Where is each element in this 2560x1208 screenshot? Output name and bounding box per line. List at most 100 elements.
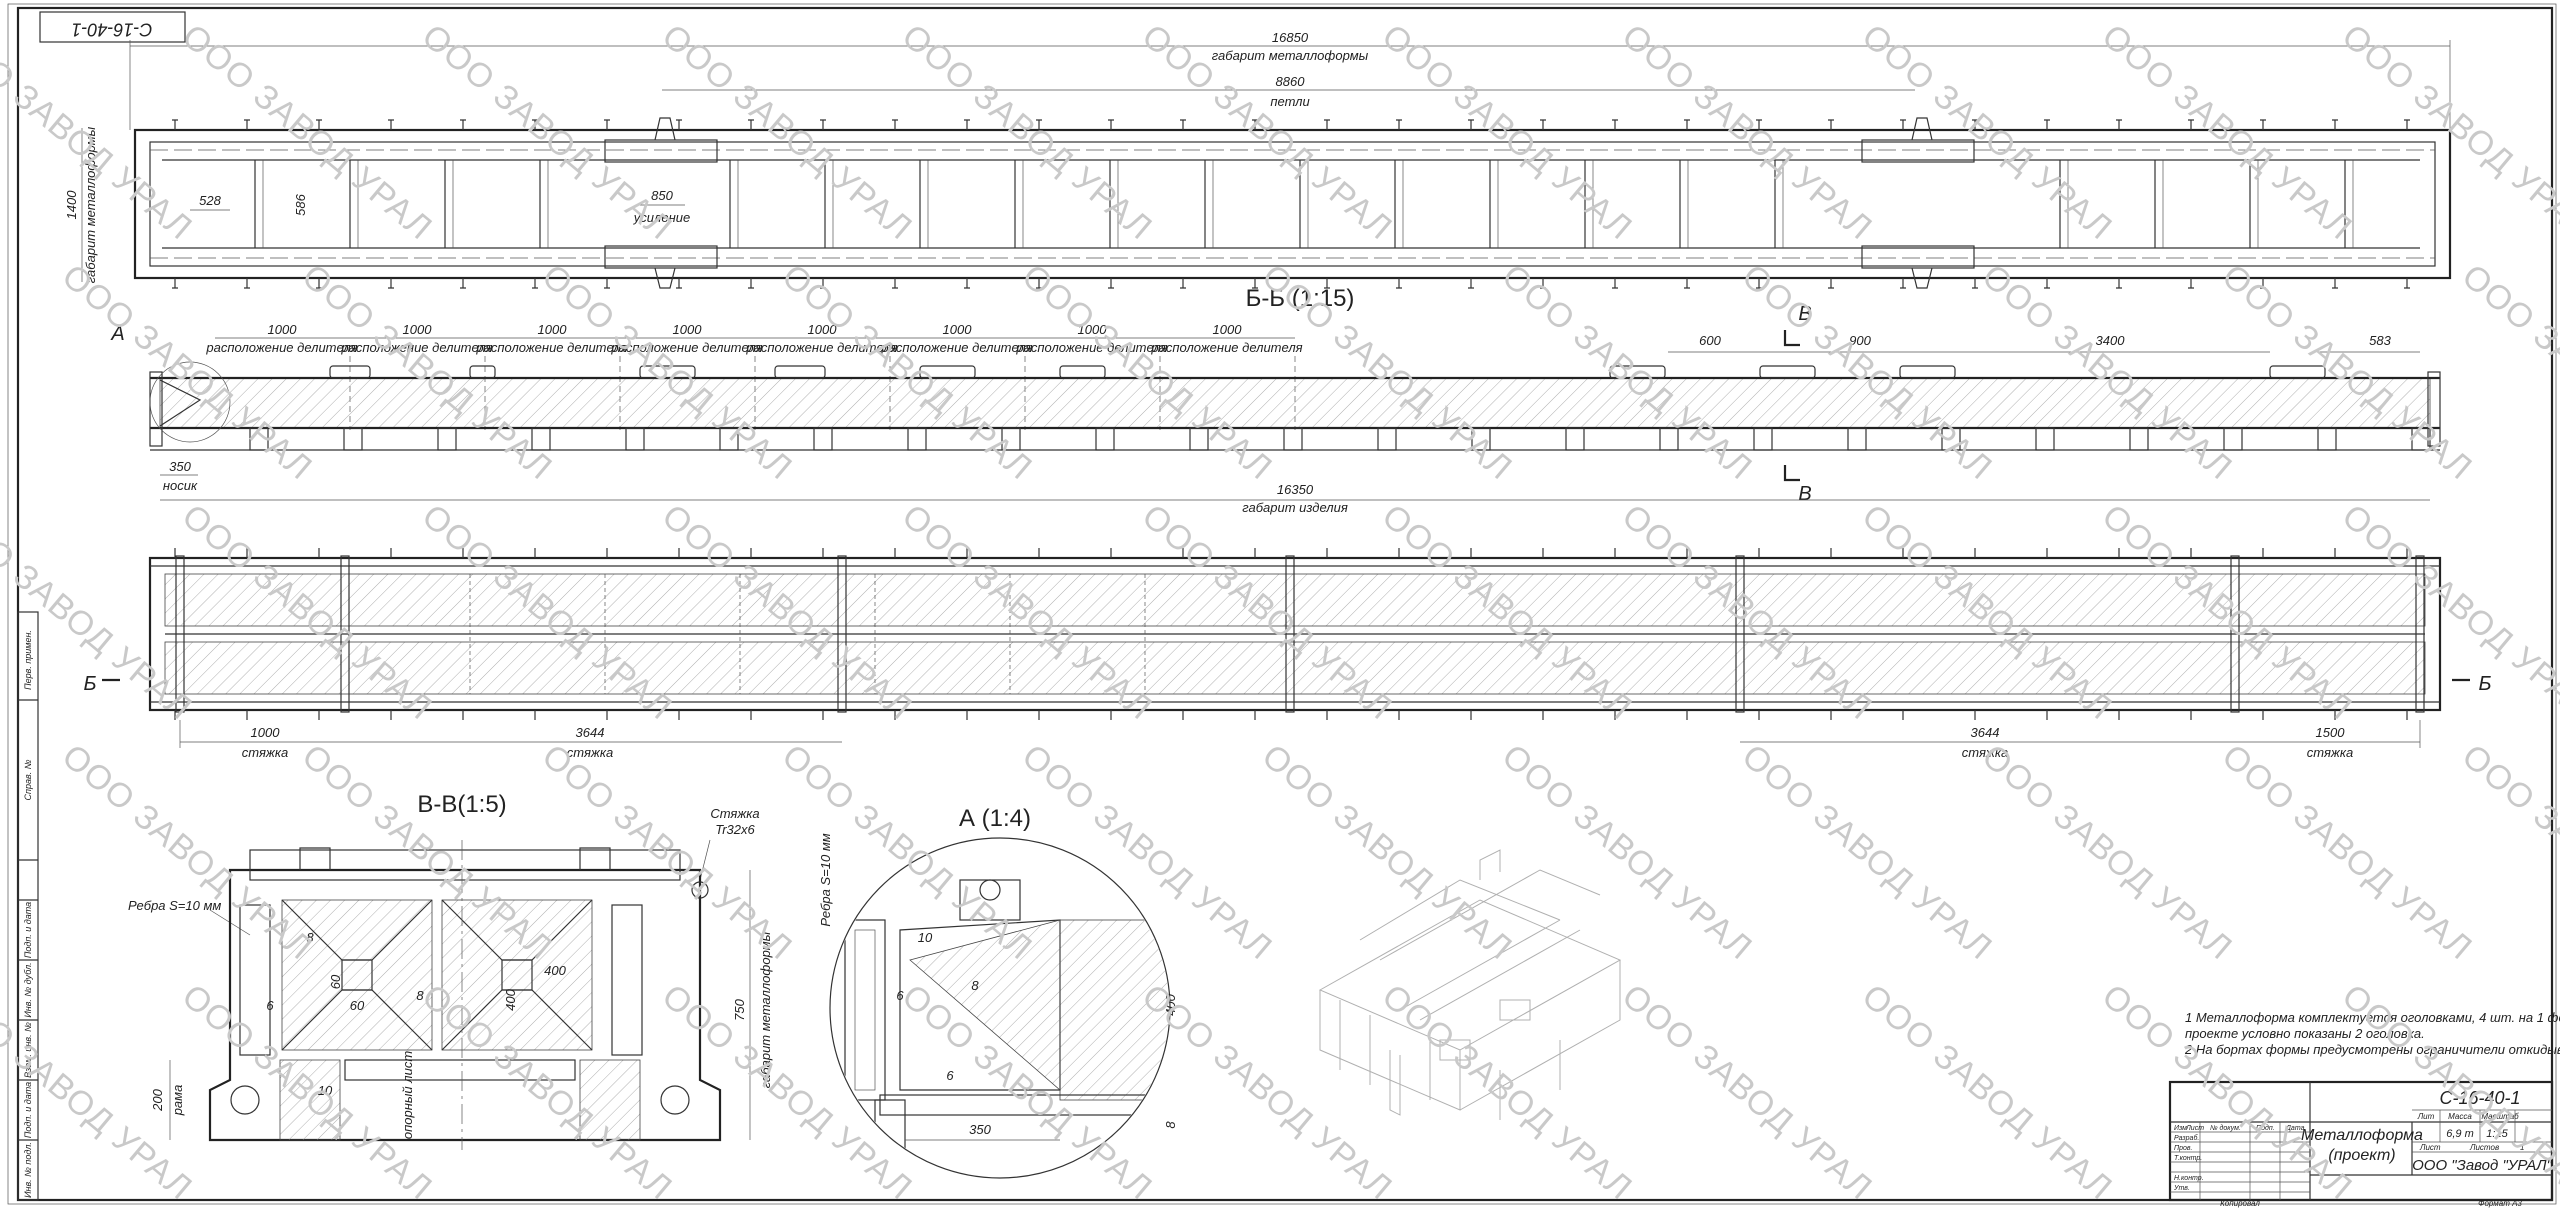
knob [2116, 278, 2122, 289]
foot [1471, 427, 1491, 451]
foot [1565, 427, 1585, 451]
knob [172, 278, 178, 289]
knob [1180, 278, 1186, 289]
watermark-text: ООО ЗАВОД УРАЛ [1615, 17, 1880, 248]
foot [907, 427, 927, 451]
foot [2317, 427, 2337, 451]
knob [2260, 119, 2266, 130]
title-org: ООО "Завод "УРАЛ" [2412, 1157, 2552, 1174]
knob [892, 119, 898, 130]
knob [388, 119, 394, 130]
knob [2044, 119, 2050, 130]
divider-label: расположение делителя [880, 340, 1032, 355]
watermark-text: ООО ЗАВОД УРАЛ [1735, 257, 2000, 488]
svg-text:С-16-40-1: С-16-40-1 [71, 19, 152, 39]
watermark-text: ООО ЗАВОД УРАЛ [775, 257, 1040, 488]
marker-v-bottom: В [1798, 483, 1811, 505]
watermark-text: ООО ЗАВОД УРАЛ [1855, 17, 2120, 248]
side-stamp: Перв. примен. Справ. № Подп. и дата Инв.… [17, 611, 39, 1201]
knob [676, 278, 682, 289]
watermark-text: ООО ЗАВОД УРАЛ [1975, 257, 2240, 488]
svg-text:стяжка: стяжка [1962, 745, 2008, 760]
knob [1468, 119, 1474, 130]
lid [919, 365, 976, 379]
knob [820, 119, 826, 130]
watermark-text: ООО ЗАВОД УРАЛ [655, 977, 920, 1208]
watermark-text: ООО ЗАВОД УРАЛ [1015, 257, 1280, 488]
marker-b-right: Б [2478, 673, 2491, 695]
svg-text:Ребра S=10 мм: Ребра S=10 мм [818, 833, 833, 926]
watermark-text: ООО ЗАВОД УРАЛ [0, 17, 199, 248]
svg-text:3644: 3644 [1971, 725, 2000, 740]
detail-a: А (1:4) Ребра S=10 мм 10 6 6 8 400 350 8 [818, 805, 1178, 1179]
svg-text:Н.контр.: Н.контр. [2174, 1175, 2204, 1182]
svg-text:6: 6 [896, 988, 904, 1003]
svg-text:2 На бортах формы предусмотрен: 2 На бортах формы предусмотрены ограничи… [2184, 1042, 2560, 1057]
lid [774, 365, 826, 379]
divider-dim: 1000 [943, 322, 973, 337]
watermark-text: ООО ЗАВОД УРАЛ [2215, 737, 2480, 968]
foot [2223, 427, 2243, 451]
isometric-view [1318, 849, 1622, 1120]
svg-text:3400: 3400 [2096, 333, 2126, 348]
divider-label: расположение делителя [1015, 340, 1167, 355]
knob [1540, 119, 1546, 130]
watermark-text: ООО ЗАВОД УРАЛ [55, 737, 320, 968]
knob [2188, 278, 2194, 289]
detail-a-title: А (1:4) [959, 805, 1031, 832]
divider-label: расположение делителя [610, 340, 762, 355]
side-cell-3: Инв. № дубл. [23, 962, 33, 1017]
vv-top-loops [299, 847, 709, 899]
divider-dim: 1000 [1078, 322, 1108, 337]
lid [1609, 365, 1666, 379]
knob [1468, 278, 1474, 289]
knob [1900, 278, 1906, 289]
svg-text:Изм: Изм [2174, 1125, 2187, 1132]
svg-text:1:15: 1:15 [2486, 1128, 2508, 1140]
watermark-text: ООО ЗАВОД УРАЛ [535, 257, 800, 488]
watermark-text: ООО ЗАВОД УРАЛ [55, 257, 320, 488]
knob [892, 278, 898, 289]
knob [748, 119, 754, 130]
side-cell-5: Подп. и дата [23, 1082, 33, 1138]
svg-text:350: 350 [969, 1122, 991, 1137]
svg-text:габарит металлоформы: габарит металлоформы [758, 931, 773, 1088]
svg-text:стяжка: стяжка [567, 745, 613, 760]
svg-text:1500: 1500 [2316, 725, 2346, 740]
svg-text:носик: носик [163, 478, 198, 493]
foot [1847, 427, 1867, 451]
knob [2116, 119, 2122, 130]
watermark-text: ООО ЗАВОД УРАЛ [1975, 737, 2240, 968]
svg-text:1000: 1000 [251, 725, 281, 740]
side-cell-2: Подп. и дата [23, 902, 33, 958]
knob [1324, 119, 1330, 130]
svg-text:проекте условно показаны 2 ого: проекте условно показаны 2 оголовка. [2185, 1026, 2425, 1041]
divider-dim: 1000 [538, 322, 568, 337]
svg-text:Т.контр.: Т.контр. [2174, 1155, 2202, 1162]
foot [1001, 427, 1021, 451]
divider-label: расположение делителя [340, 340, 492, 355]
svg-text:583: 583 [2369, 333, 2391, 348]
watermark-text: ООО ЗАВОД УРАЛ [1135, 977, 1400, 1208]
svg-text:Подп.: Подп. [2256, 1124, 2275, 1132]
foot [1283, 427, 1303, 451]
knob [460, 278, 466, 289]
svg-text:850: 850 [651, 188, 673, 203]
foot [531, 427, 551, 451]
watermark-text: ООО ЗАВОД УРАЛ [655, 17, 920, 248]
foot [1377, 427, 1397, 451]
side-cell-1: Справ. № [23, 759, 33, 800]
tie-rod [1735, 555, 1745, 713]
watermark-text: ООО ЗАВОД УРАЛ [1255, 257, 1520, 488]
knob [1324, 278, 1330, 289]
svg-text:опорный лист: опорный лист [400, 1051, 415, 1139]
marker-a: А [110, 323, 124, 345]
knob [244, 119, 250, 130]
foot [719, 427, 739, 451]
svg-text:6: 6 [946, 1068, 954, 1083]
knob [244, 278, 250, 289]
svg-text:6: 6 [266, 998, 274, 1013]
foot [1095, 427, 1115, 451]
svg-text:16850: 16850 [1272, 30, 1309, 45]
svg-text:350: 350 [169, 459, 191, 474]
